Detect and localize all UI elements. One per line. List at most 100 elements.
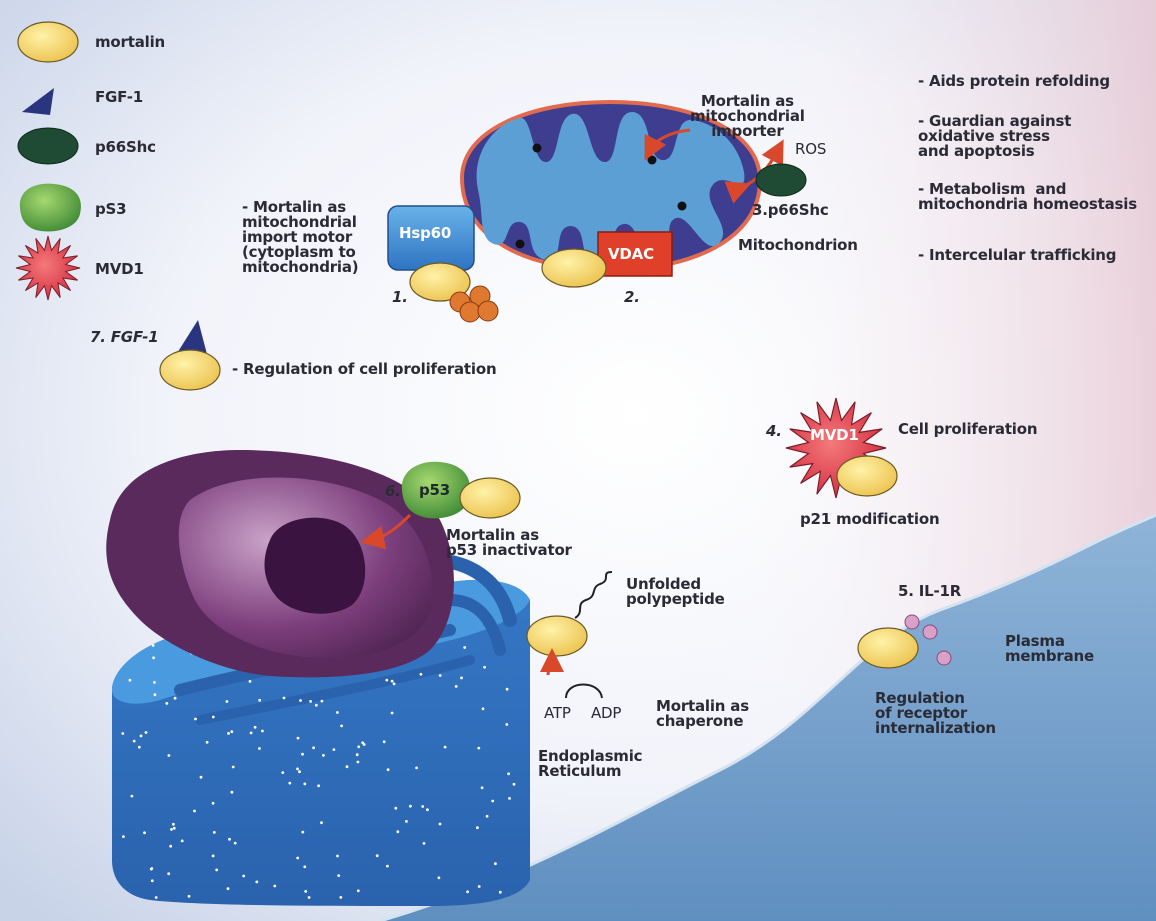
er-speckle bbox=[168, 754, 171, 757]
er-speckle bbox=[298, 770, 301, 773]
er-speckle bbox=[361, 741, 364, 744]
er-speckle bbox=[415, 767, 418, 770]
er-speckle bbox=[494, 862, 497, 865]
step-2-label: 2. bbox=[624, 290, 640, 305]
er-speckle bbox=[482, 707, 485, 710]
er-speckle bbox=[273, 885, 276, 888]
er-speckle bbox=[393, 682, 396, 685]
er-speckle bbox=[333, 748, 336, 751]
er-speckle bbox=[322, 754, 325, 757]
er-speckle bbox=[296, 768, 299, 771]
er-speckle bbox=[167, 872, 170, 875]
er-speckle bbox=[122, 835, 125, 838]
er-speckle bbox=[409, 805, 412, 808]
er-speckle bbox=[213, 831, 216, 834]
er-speckle bbox=[155, 896, 158, 899]
legend-label-p53: pS3 bbox=[95, 202, 126, 217]
er-speckle bbox=[483, 666, 486, 669]
mvd1-label: MVD1 bbox=[810, 428, 859, 443]
il1r-label: 5. IL-1R bbox=[898, 584, 961, 599]
er-speckle bbox=[206, 741, 209, 744]
cargo-protein bbox=[460, 302, 480, 322]
import-motor-label: - Mortalin as mitochondrial import motor… bbox=[242, 200, 358, 275]
er-speckle bbox=[226, 700, 229, 703]
ros-label: ROS bbox=[795, 142, 826, 157]
p66shc-molecule bbox=[756, 164, 806, 196]
er-speckle bbox=[439, 674, 442, 677]
er-speckle bbox=[193, 810, 196, 813]
er-speckle bbox=[150, 868, 153, 871]
er-speckle bbox=[486, 815, 489, 818]
er-speckle bbox=[173, 827, 176, 830]
er-speckle bbox=[299, 699, 302, 702]
er-speckle bbox=[227, 887, 230, 890]
legend-mortalin-icon bbox=[18, 22, 78, 62]
er-speckle bbox=[301, 831, 304, 834]
mortalin-fgf1 bbox=[160, 350, 220, 390]
er-speckle bbox=[513, 783, 516, 786]
er-speckle bbox=[336, 855, 339, 858]
mortalin-vdac bbox=[542, 249, 606, 287]
er-speckle bbox=[491, 800, 494, 803]
er-speckle bbox=[405, 820, 408, 823]
er-speckle bbox=[153, 681, 156, 684]
p21-modification-label: p21 modification bbox=[800, 512, 939, 527]
mortalin-importer-label: Mortalin as mitochondrial importer bbox=[690, 94, 805, 139]
er-speckle bbox=[499, 891, 502, 894]
er-speckle bbox=[232, 766, 235, 769]
er-speckle bbox=[478, 885, 481, 888]
er-speckle bbox=[421, 805, 424, 808]
er-label: Endoplasmic Reticulum bbox=[538, 749, 642, 779]
er-speckle bbox=[255, 881, 258, 884]
er-speckle bbox=[296, 857, 299, 860]
er-speckle bbox=[258, 699, 261, 702]
er-speckle bbox=[194, 718, 197, 721]
mitochondrion-label: Mitochondrion bbox=[738, 238, 858, 253]
plasma-membrane-label: Plasma membrane bbox=[1005, 634, 1094, 664]
er-speckle bbox=[304, 890, 307, 893]
er-speckle bbox=[308, 896, 311, 899]
er-speckle bbox=[336, 711, 339, 714]
p66shc-label: 3.p66Shc bbox=[752, 203, 829, 218]
cargo-protein bbox=[478, 301, 498, 321]
er-speckle bbox=[357, 745, 360, 748]
er-speckle bbox=[129, 679, 132, 682]
step-4-label: 4. bbox=[766, 424, 782, 439]
er-speckle bbox=[356, 753, 359, 756]
er-speckle bbox=[303, 783, 306, 786]
nucleolus bbox=[265, 518, 366, 614]
er-speckle bbox=[481, 786, 484, 789]
er-speckle bbox=[396, 830, 399, 833]
mortalin-p53 bbox=[460, 478, 520, 518]
er-speckle bbox=[297, 737, 300, 740]
er-speckle bbox=[346, 765, 349, 768]
er-speckle bbox=[321, 700, 324, 703]
er-speckle bbox=[133, 740, 136, 743]
er-speckle bbox=[138, 746, 141, 749]
adp-label: ADP bbox=[591, 706, 621, 721]
er-speckle bbox=[215, 869, 218, 872]
er-speckle bbox=[212, 716, 215, 719]
er-speckle bbox=[234, 842, 237, 845]
fgf1-step-label: 7. FGF-1 bbox=[90, 330, 158, 345]
legend-label-mortalin: mortalin bbox=[95, 35, 165, 50]
er-speckle bbox=[140, 735, 143, 738]
p53-label: p53 bbox=[419, 483, 450, 498]
er-speckle bbox=[357, 889, 360, 892]
er-speckle bbox=[250, 732, 253, 735]
er-speckle bbox=[466, 890, 469, 893]
er-speckle bbox=[227, 732, 230, 735]
er-speckle bbox=[169, 845, 172, 848]
legend-label-p66shc: p66Shc bbox=[95, 140, 156, 155]
er-speckle bbox=[165, 702, 168, 705]
er-speckle bbox=[212, 855, 215, 858]
er-speckle bbox=[438, 876, 441, 879]
er-speckle bbox=[212, 802, 215, 805]
er-speckle bbox=[420, 673, 423, 676]
er-speckle bbox=[426, 808, 429, 811]
p53-inactivator-label: Mortalin as p53 inactivator bbox=[446, 528, 572, 558]
atp-label: ATP bbox=[544, 706, 571, 721]
function-metabolism: - Metabolism and mitochondria homeostasi… bbox=[918, 182, 1137, 212]
er-speckle bbox=[340, 725, 343, 728]
er-speckle bbox=[376, 854, 379, 857]
